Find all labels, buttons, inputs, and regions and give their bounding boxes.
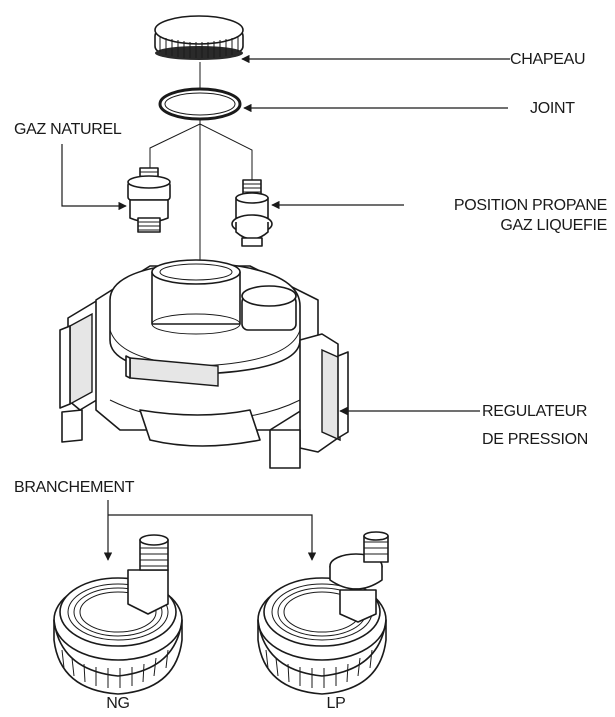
leader-gaz-naturel	[61, 144, 127, 211]
regulator-body-part	[59, 259, 349, 469]
label-de-pression: DE PRESSION	[482, 431, 589, 448]
lp-fitting-part	[231, 179, 273, 247]
lp-connector-part	[257, 531, 389, 695]
label-regulateur: REGULATEUR	[482, 403, 588, 420]
ng-fitting-part	[127, 167, 171, 233]
label-gaz-liquefie: GAZ LIQUEFIE	[500, 217, 607, 234]
label-chapeau: CHAPEAU	[510, 51, 586, 68]
cap-part	[154, 15, 244, 60]
label-joint: JOINT	[530, 100, 575, 117]
label-gaz-naturel: GAZ NATUREL	[14, 121, 122, 138]
label-lp: LP	[326, 695, 346, 712]
oring-part	[158, 87, 242, 121]
link-line-ng	[149, 123, 201, 168]
label-branchement: BRANCHEMENT	[14, 479, 135, 496]
ng-connector-part	[53, 534, 183, 695]
link-line-lp	[199, 123, 253, 180]
label-position-propane: POSITION PROPANE	[453, 197, 607, 214]
branch-arrow-lp	[108, 514, 317, 561]
label-ng: NG	[106, 695, 130, 712]
